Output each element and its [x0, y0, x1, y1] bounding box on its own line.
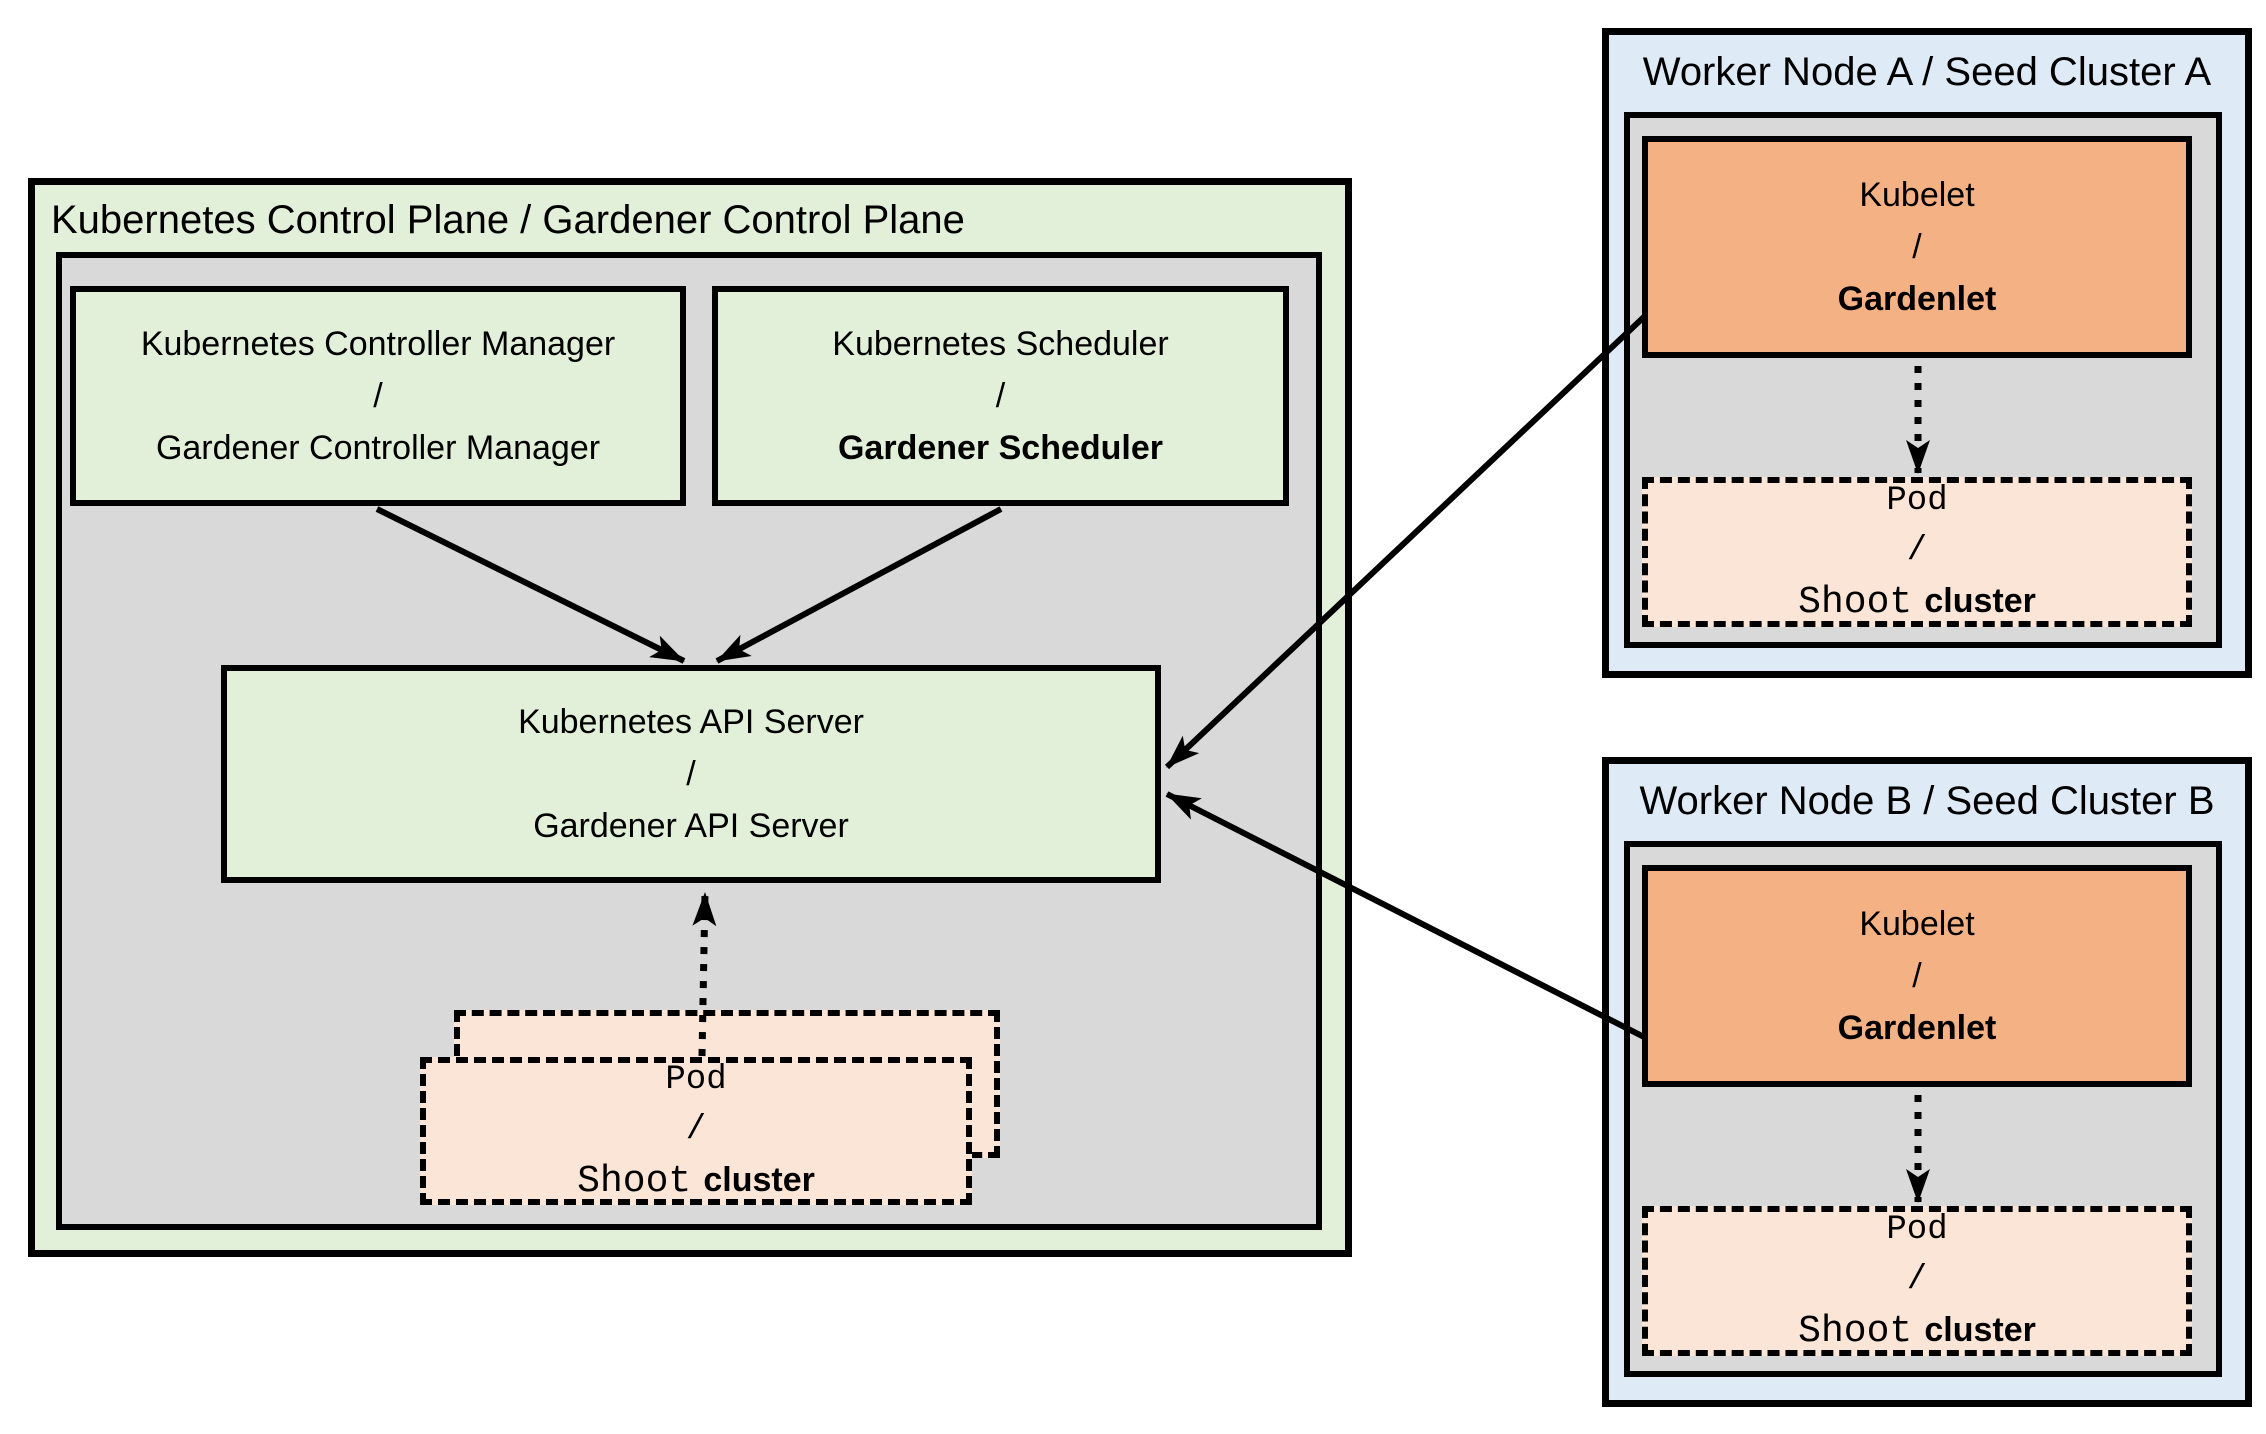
- pod-slash: /: [1906, 532, 1928, 570]
- kubelet-a-line2: Gardenlet: [1837, 280, 1997, 318]
- shoot-label: Shoot: [1798, 581, 1913, 624]
- api-server-line2: Gardener API Server: [533, 807, 849, 845]
- pod-shoot-box-control-plane: Pod / Shoot cluster: [420, 1057, 972, 1205]
- pod-shoot-box-worker-a: Pod / Shoot cluster: [1642, 477, 2192, 627]
- kubelet-a-box: Kubelet / Gardenlet: [1642, 136, 2192, 358]
- pod-slash: /: [685, 1111, 707, 1149]
- worker-node-a-title: Worker Node A / Seed Cluster A: [1642, 50, 2212, 94]
- pod-shoot-box-worker-b: Pod / Shoot cluster: [1642, 1206, 2192, 1356]
- controller-manager-line2: Gardener Controller Manager: [155, 429, 601, 467]
- cluster-label: cluster: [703, 1161, 815, 1199]
- cluster-label: cluster: [1924, 1311, 2036, 1349]
- shoot-cluster-label: Shoot cluster: [577, 1155, 815, 1207]
- scheduler-line1: Kubernetes Scheduler: [832, 325, 1169, 363]
- scheduler-slash: /: [995, 377, 1006, 415]
- controller-manager-box: Kubernetes Controller Manager / Gardener…: [70, 286, 686, 506]
- shoot-label: Shoot: [1798, 1310, 1913, 1353]
- shoot-cluster-label: Shoot cluster: [1798, 1305, 2036, 1357]
- controller-manager-line1: Kubernetes Controller Manager: [140, 325, 616, 363]
- pod-slash: /: [1906, 1261, 1928, 1299]
- api-server-slash: /: [686, 755, 696, 793]
- worker-node-a-inner-panel: Kubelet / Gardenlet Pod / Shoot cluster: [1624, 112, 2222, 648]
- scheduler-line2: Gardener Scheduler: [837, 429, 1163, 467]
- control-plane-inner-panel: Kubernetes Controller Manager / Gardener…: [56, 252, 1322, 1230]
- shoot-cluster-label: Shoot cluster: [1798, 576, 2036, 628]
- pod-label: Pod: [665, 1061, 727, 1099]
- worker-node-b-title: Worker Node B / Seed Cluster B: [1639, 779, 2215, 823]
- control-plane-box: Kubernetes Control Plane / Gardener Cont…: [28, 178, 1352, 1257]
- kubelet-b-line1: Kubelet: [1859, 905, 1975, 943]
- api-server-line1: Kubernetes API Server: [518, 703, 864, 741]
- control-plane-title: Kubernetes Control Plane / Gardener Cont…: [51, 198, 965, 242]
- worker-node-a-box: Worker Node A / Seed Cluster A Kubelet /…: [1602, 28, 2252, 678]
- worker-node-b-inner-panel: Kubelet / Gardenlet Pod / Shoot cluster: [1624, 841, 2222, 1377]
- worker-node-b-box: Worker Node B / Seed Cluster B Kubelet /…: [1602, 757, 2252, 1407]
- controller-manager-slash: /: [373, 377, 383, 415]
- kubelet-b-box: Kubelet / Gardenlet: [1642, 865, 2192, 1087]
- pod-label: Pod: [1886, 482, 1948, 520]
- kubelet-a-slash: /: [1912, 228, 1922, 266]
- pod-label: Pod: [1886, 1211, 1948, 1249]
- cluster-label: cluster: [1924, 582, 2036, 620]
- kubelet-a-line1: Kubelet: [1859, 176, 1975, 214]
- api-server-box: Kubernetes API Server / Gardener API Ser…: [221, 665, 1161, 883]
- scheduler-box: Kubernetes Scheduler / Gardener Schedule…: [712, 286, 1289, 506]
- kubelet-b-slash: /: [1912, 957, 1922, 995]
- shoot-label: Shoot: [577, 1160, 692, 1203]
- kubelet-b-line2: Gardenlet: [1837, 1009, 1997, 1047]
